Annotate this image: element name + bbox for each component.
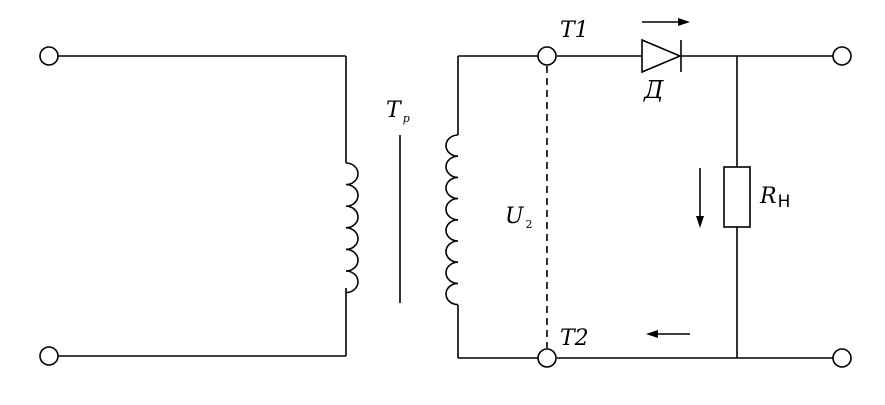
transformer-label-sub: р bbox=[402, 112, 410, 125]
resistor-label-main: R bbox=[760, 184, 777, 209]
current-arrow-bottom-head bbox=[646, 330, 658, 338]
load-resistor bbox=[723, 166, 751, 228]
primary-coil bbox=[345, 162, 359, 294]
input-terminal-bottom bbox=[39, 346, 59, 366]
terminal-t2 bbox=[537, 348, 557, 368]
terminal-t1 bbox=[537, 46, 557, 66]
transformer-label-main: T bbox=[386, 98, 401, 123]
resistor-label-sub: Н bbox=[777, 192, 791, 212]
diode-symbol bbox=[641, 38, 683, 74]
resistor-label: RН bbox=[760, 184, 790, 211]
diode-label: Д bbox=[644, 76, 664, 104]
voltage-label-main: U bbox=[505, 204, 524, 229]
voltage-label-sub: 2 bbox=[525, 218, 533, 231]
current-arrow-top-head bbox=[678, 18, 690, 26]
terminal-t1-label: T1 bbox=[560, 18, 589, 43]
input-terminal-top bbox=[39, 46, 59, 66]
terminal-t2-label: T2 bbox=[560, 326, 589, 351]
current-arrow-load-head bbox=[696, 216, 704, 228]
secondary-coil bbox=[445, 134, 459, 306]
output-terminal-top bbox=[832, 46, 852, 66]
output-terminal-bottom bbox=[832, 348, 852, 368]
